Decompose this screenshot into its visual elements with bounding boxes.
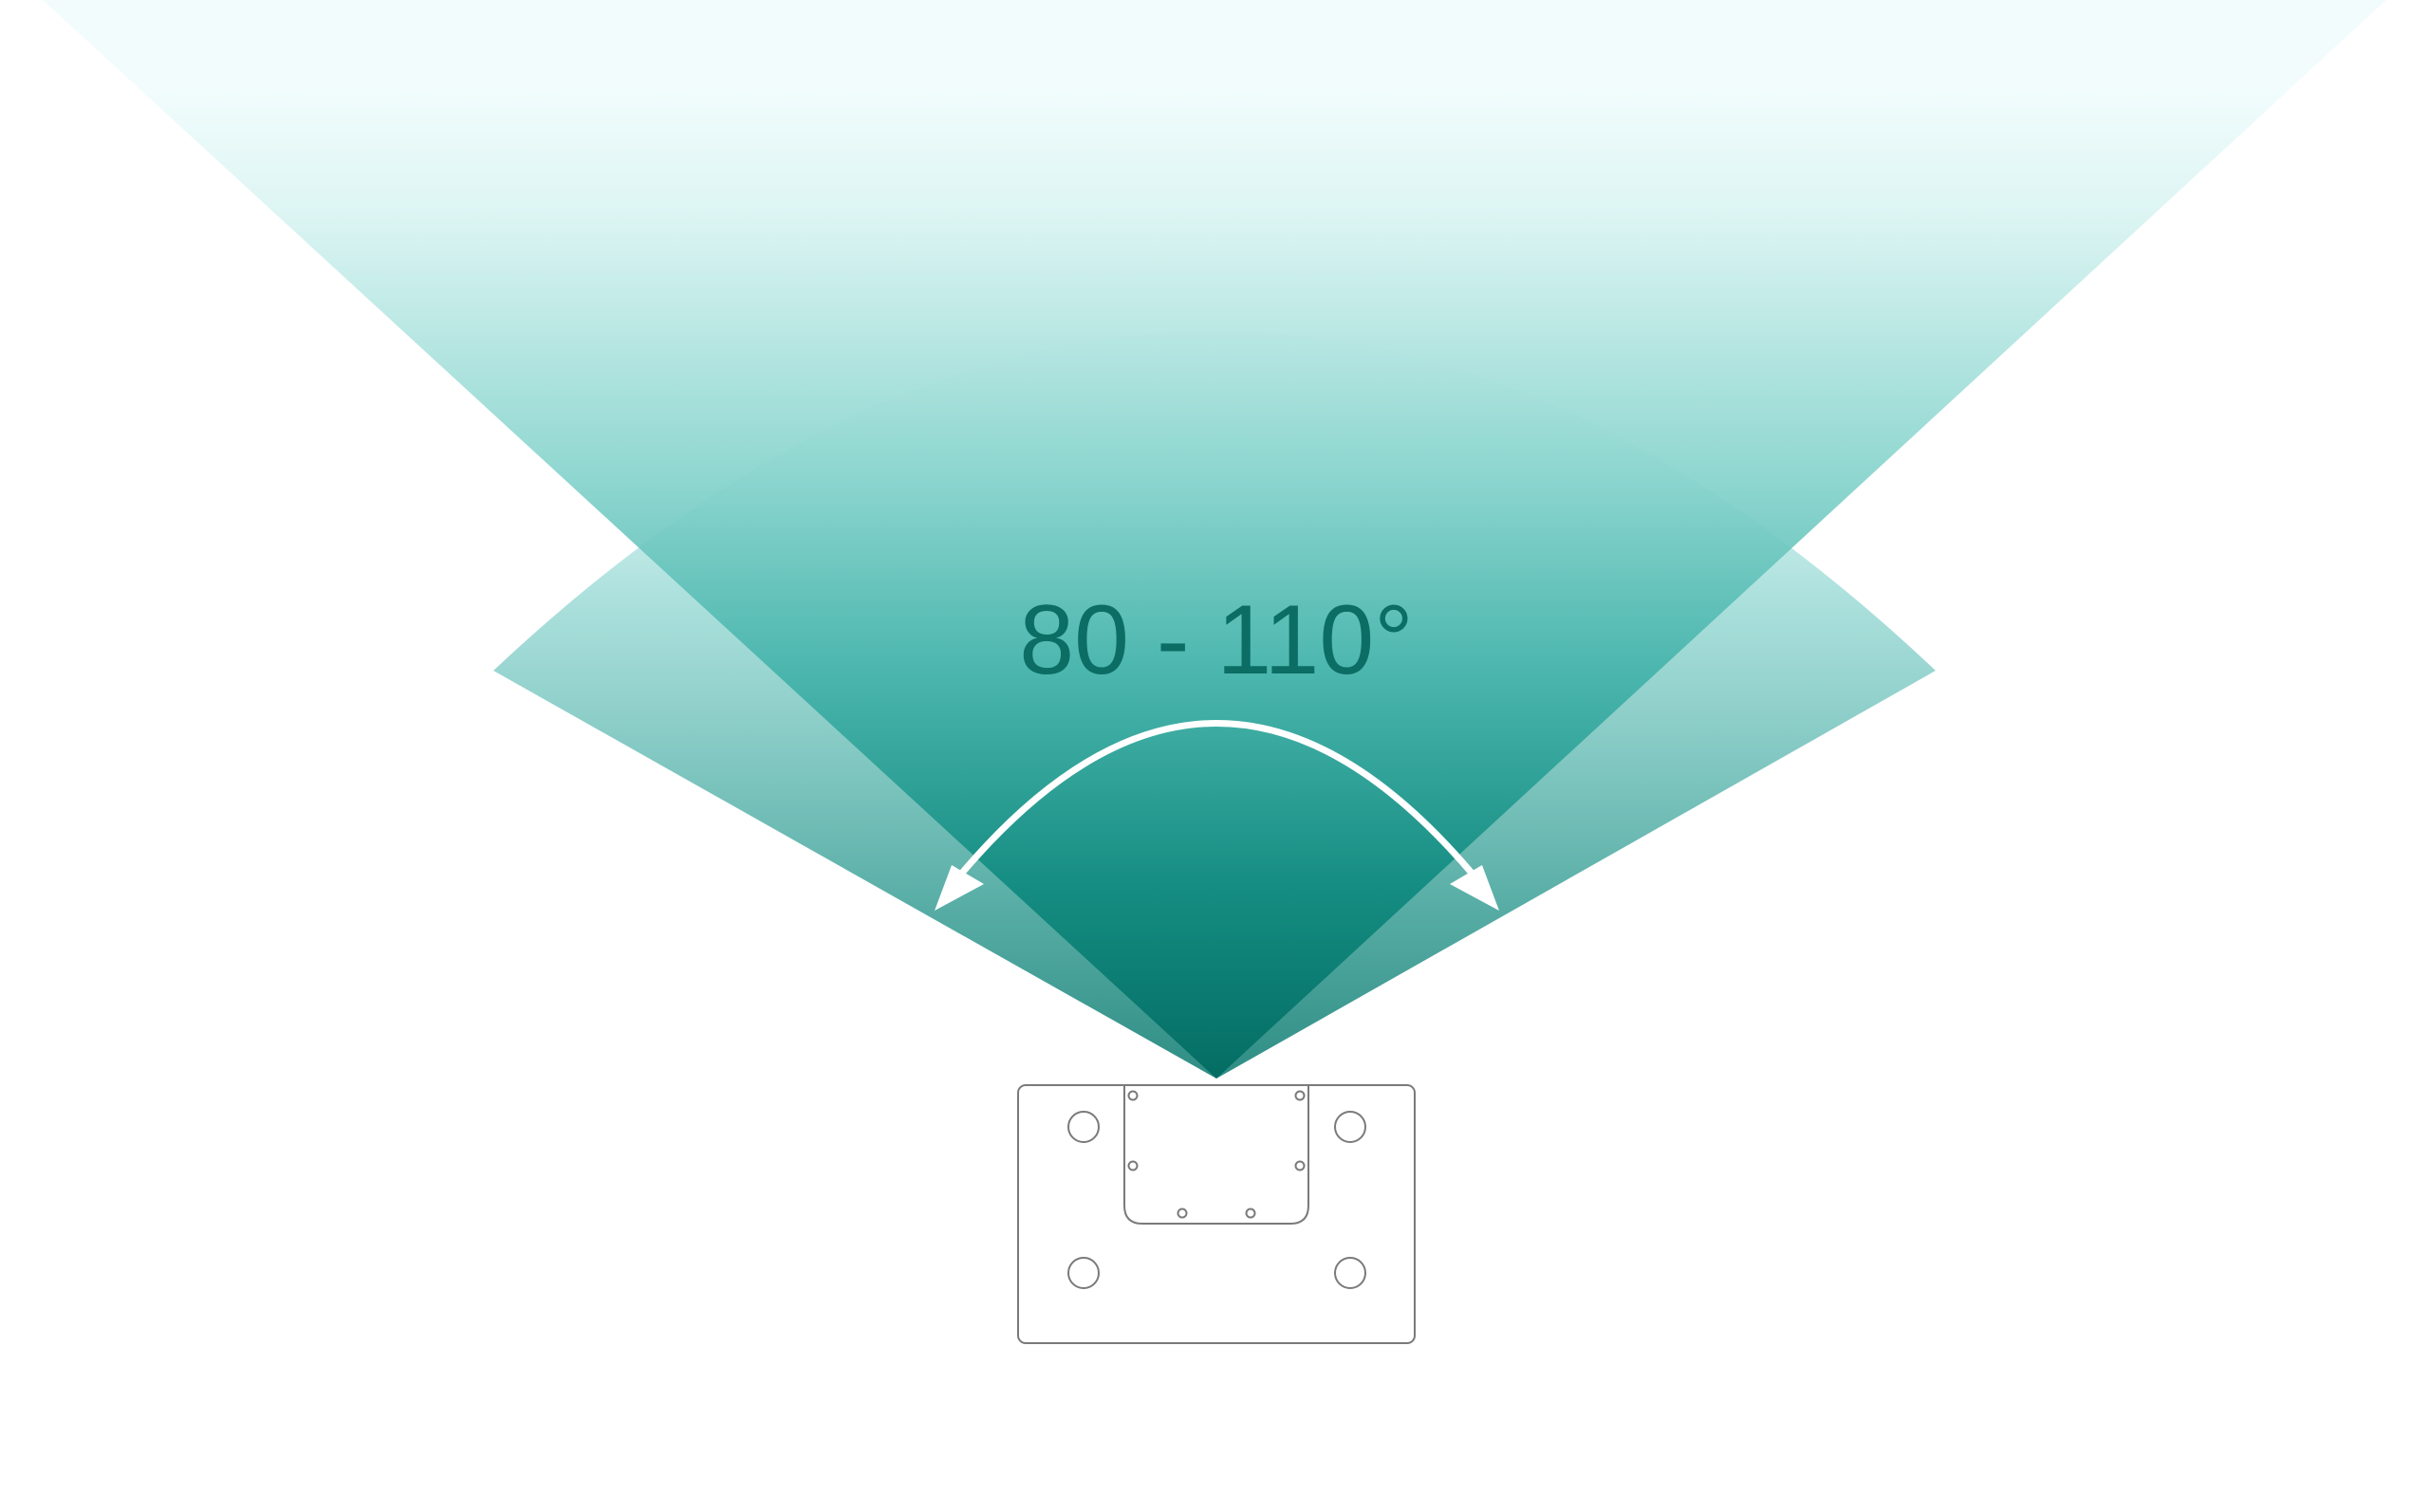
arc-arrowhead-right (1450, 865, 1499, 911)
device-recess (1123, 1085, 1309, 1225)
screw-2 (1294, 1090, 1306, 1101)
mount-hole-bottom-right (1334, 1257, 1366, 1289)
angle-label: 80 - 110° (1019, 585, 1414, 695)
mount-hole-bottom-left (1067, 1257, 1100, 1289)
sensor-device (1017, 1084, 1416, 1344)
narrow-beam-80 (43, 0, 2386, 1079)
arc-arrowhead-left (935, 865, 984, 911)
screw-3 (1127, 1160, 1139, 1171)
screw-4 (1294, 1160, 1306, 1171)
device-plate (1017, 1084, 1416, 1344)
screw-6 (1245, 1208, 1256, 1219)
angle-arc-arrow (955, 720, 1479, 881)
screw-1 (1127, 1090, 1139, 1101)
screw-5 (1177, 1208, 1188, 1219)
mount-hole-top-right (1334, 1111, 1366, 1143)
mount-hole-top-left (1067, 1111, 1100, 1143)
